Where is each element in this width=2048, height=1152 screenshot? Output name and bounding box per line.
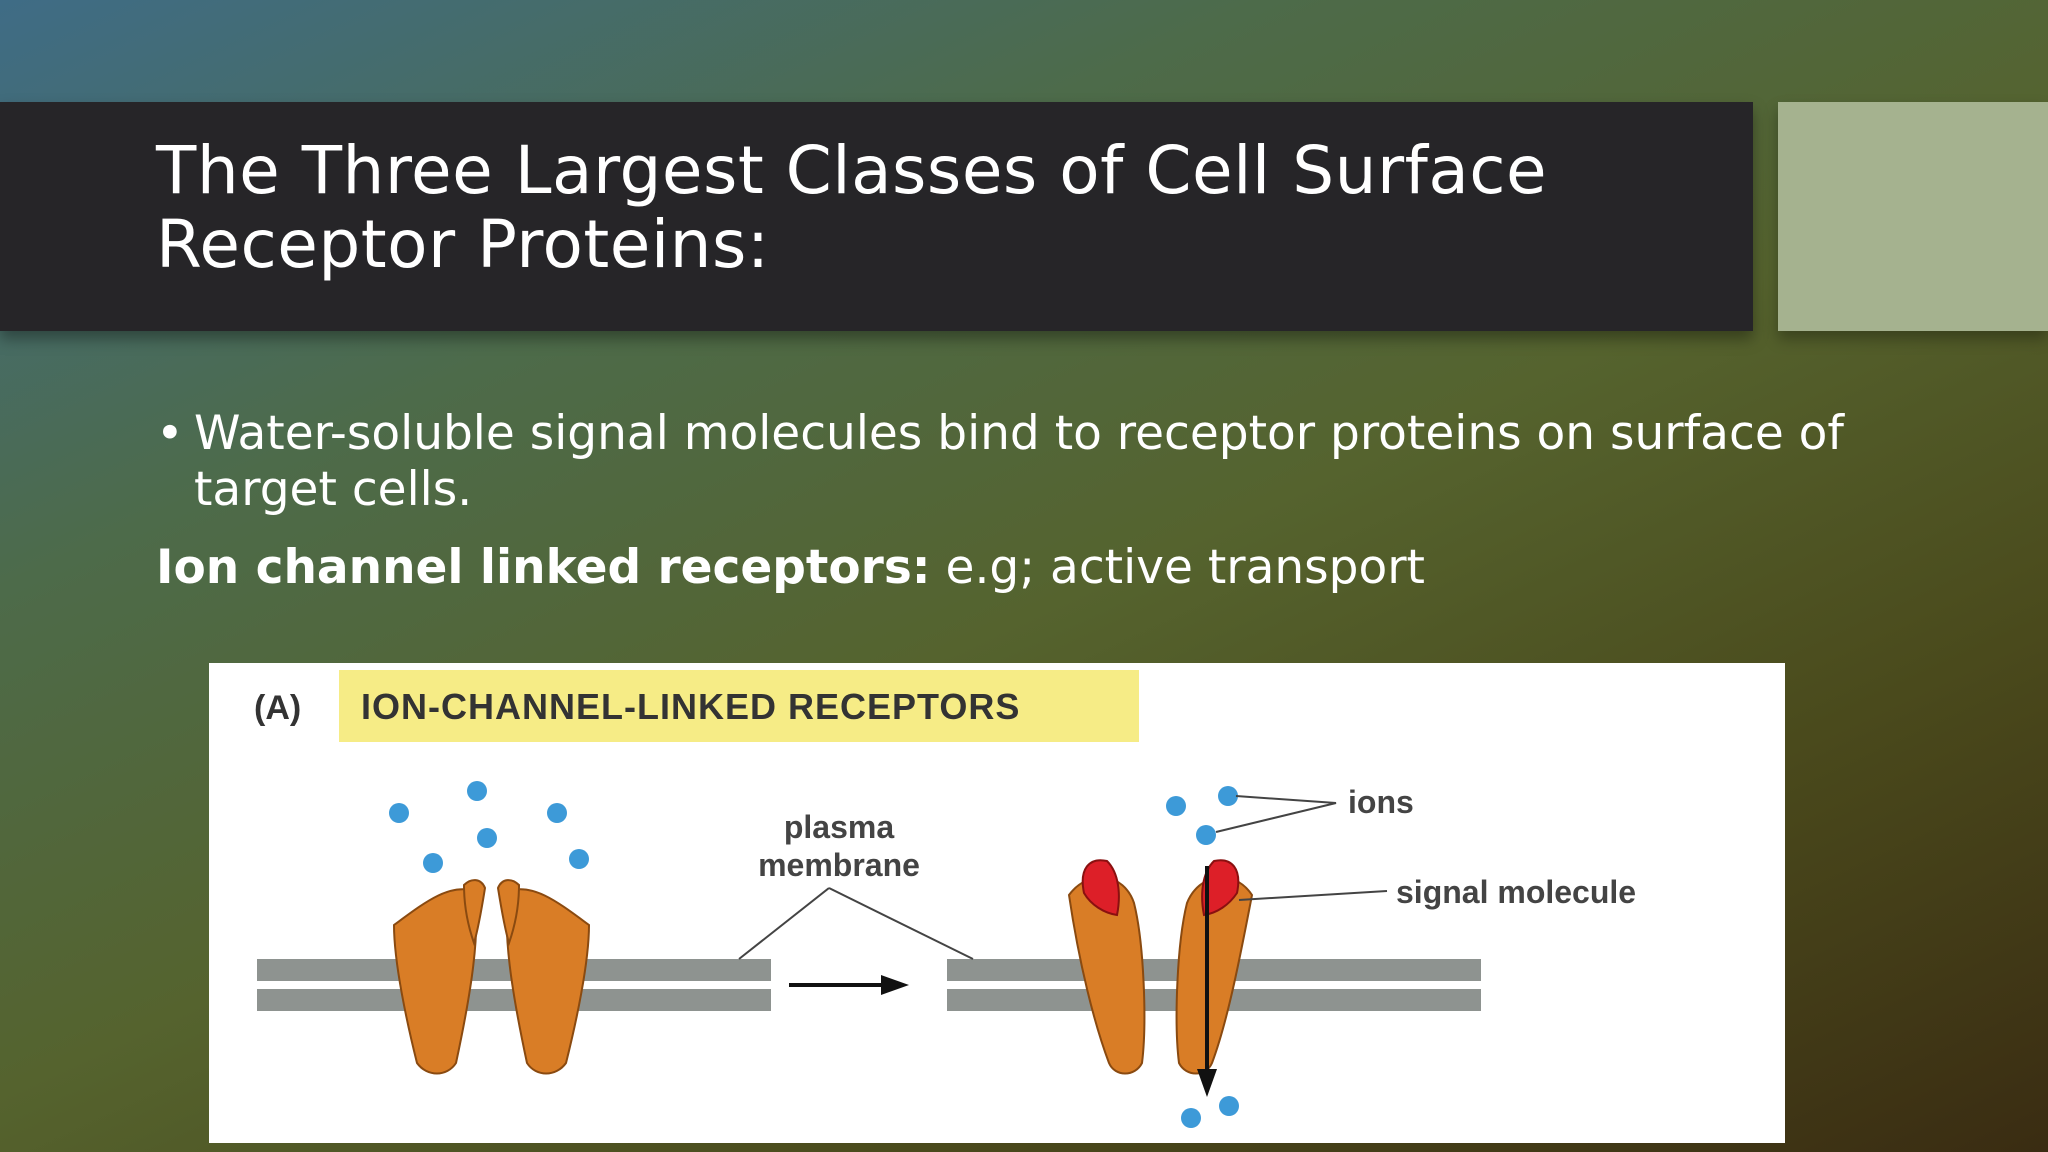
open-channel-left-subunit <box>1067 876 1146 1075</box>
ion <box>1219 1096 1239 1116</box>
receptor-diagram-svg: (A) ION-CHANNEL-LINKED RECEPTORS plasma … <box>254 670 1636 1128</box>
ion <box>569 849 589 869</box>
bullet-text: Water-soluble signal molecules bind to r… <box>194 406 1844 517</box>
signal-molecule-left <box>1081 859 1120 917</box>
accent-block <box>1778 102 2048 331</box>
bullet-item: • Water-soluble signal molecules bind to… <box>156 406 1856 518</box>
label-ions: ions <box>1348 784 1414 820</box>
figure-heading: ION-CHANNEL-LINKED RECEPTORS <box>361 686 1020 727</box>
title-bar <box>0 102 1753 331</box>
subheading-rest: e.g; active transport <box>930 540 1425 595</box>
slide-title: The Three Largest Classes of Cell Surfac… <box>156 132 1548 283</box>
signal-molecule-right <box>1201 859 1240 917</box>
ion <box>547 803 567 823</box>
label-signal-molecule: signal molecule <box>1396 874 1636 910</box>
bullet-marker: • <box>156 406 184 461</box>
transition-arrowhead <box>881 975 909 995</box>
heading-highlight <box>339 670 1139 742</box>
closed-channel-right-tip <box>496 879 521 947</box>
ion <box>423 853 443 873</box>
signal-pointer <box>1238 890 1388 901</box>
closed-channel-left-subunit <box>392 888 478 1075</box>
ion <box>1196 825 1216 845</box>
ion <box>477 828 497 848</box>
plasma-pointer-right <box>828 887 974 960</box>
ion <box>389 803 409 823</box>
ion <box>1218 786 1238 806</box>
closed-channel-left-tip <box>462 879 487 947</box>
plasma-pointer-left <box>738 887 830 960</box>
ion <box>1181 1108 1201 1128</box>
label-membrane: membrane <box>758 847 920 883</box>
subheading-bold: Ion channel linked receptors: <box>156 540 931 595</box>
open-channel-right-subunit <box>1175 876 1254 1075</box>
ion <box>467 781 487 801</box>
closed-channel-right-subunit <box>505 888 591 1075</box>
ions-pointer <box>1215 795 1337 833</box>
ion <box>1166 796 1186 816</box>
label-plasma: plasma <box>784 809 894 845</box>
receptor-diagram: (A) ION-CHANNEL-LINKED RECEPTORS plasma … <box>209 663 1785 1143</box>
ion-flow-arrowhead <box>1197 1069 1217 1097</box>
panel-label: (A) <box>254 689 301 727</box>
subheading: Ion channel linked receptors: e.g; activ… <box>156 538 1425 598</box>
